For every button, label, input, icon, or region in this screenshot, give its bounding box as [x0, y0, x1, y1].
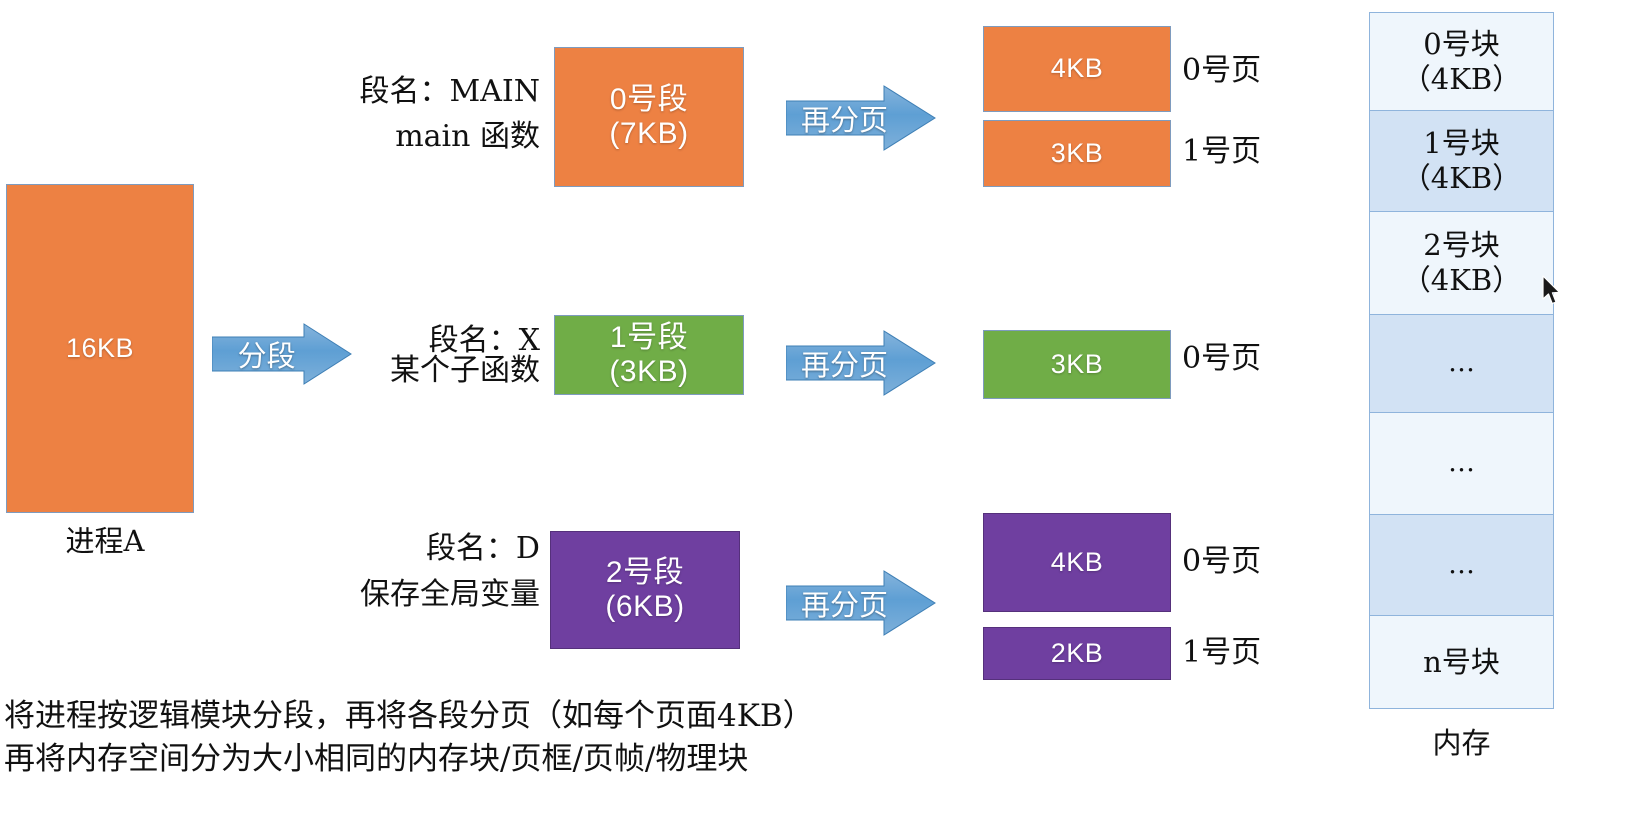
memory-block-label: … — [1448, 548, 1475, 580]
arrow-right-icon — [786, 85, 936, 151]
row-0-segment-name-line2: main 函数 — [395, 119, 540, 154]
memory-block-label: 1号块 — [1423, 126, 1500, 161]
row-1-segment-name-line2: 某个子函数 — [390, 353, 540, 388]
footnote-line-1: 将进程按逻辑模块分段，再将各段分页（如每个页面4KB） — [4, 698, 814, 734]
memory-block-label: … — [1448, 347, 1475, 379]
arrow-right-icon — [212, 323, 352, 385]
row-2-paging-arrow: 再分页 — [786, 570, 936, 636]
memory-block: 0号块 （4KB） — [1370, 13, 1553, 111]
row-0-segment-block: 0号段 (7KB) — [554, 47, 744, 187]
row-0-paging-arrow-label: 再分页 — [800, 103, 888, 137]
process-a-block: 16KB — [6, 184, 194, 513]
row-2-page-1-label: 1号页 — [1182, 635, 1262, 670]
row-0-segment-size: (7KB) — [609, 117, 689, 150]
memory-block-label: … — [1448, 447, 1475, 479]
row-0-page-1-block: 3KB — [983, 120, 1171, 187]
row-1-paging-arrow: 再分页 — [786, 330, 936, 396]
memory-column: 0号块 （4KB） 1号块 （4KB） 2号块 （4KB） … … … n号块 — [1369, 12, 1554, 709]
memory-block: n号块 — [1370, 616, 1553, 708]
row-0-segment-name-line1: 段名：MAIN — [359, 74, 540, 109]
row-2-page-0-label: 0号页 — [1182, 544, 1262, 579]
memory-block-size: （4KB） — [1401, 263, 1522, 297]
memory-block-size: （4KB） — [1401, 161, 1522, 195]
row-1-segment-title: 1号段 — [609, 320, 689, 354]
row-2-segment-name-line1: 段名：D — [425, 531, 540, 566]
row-1-page-0-size: 3KB — [1050, 348, 1104, 379]
row-2-segment-size: (6KB) — [605, 590, 685, 623]
segmentation-arrow: 分段 — [212, 323, 352, 385]
row-2-segment-block: 2号段 (6KB) — [550, 531, 740, 649]
process-a-caption: 进程A — [65, 524, 145, 558]
row-2-paging-arrow-label: 再分页 — [800, 588, 888, 622]
row-0-page-1-size: 3KB — [1050, 137, 1104, 168]
row-0-segment-title: 0号段 — [609, 82, 689, 116]
row-1-paging-arrow-label: 再分页 — [800, 348, 888, 382]
row-1-segment-name-line1: 段名：X — [428, 323, 540, 358]
row-2-page-1-size: 2KB — [1050, 637, 1104, 668]
row-1-segment-size: (3KB) — [609, 355, 689, 388]
row-0-page-1-label: 1号页 — [1182, 134, 1262, 169]
memory-block: … — [1370, 413, 1553, 515]
memory-block-label: n号块 — [1423, 644, 1500, 679]
row-1-page-0-block: 3KB — [983, 330, 1171, 399]
arrow-right-icon — [786, 570, 936, 636]
memory-block: 1号块 （4KB） — [1370, 111, 1553, 212]
row-0-page-0-label: 0号页 — [1182, 53, 1262, 88]
mouse-cursor-icon — [1542, 275, 1561, 305]
row-2-page-0-size: 4KB — [1050, 546, 1104, 577]
row-2-segment-title: 2号段 — [605, 555, 685, 589]
memory-block-size: （4KB） — [1401, 61, 1522, 96]
arrow-right-icon — [786, 330, 936, 396]
segmentation-arrow-label: 分段 — [237, 339, 296, 373]
memory-block-label: 0号块 — [1423, 26, 1500, 61]
row-2-page-1-block: 2KB — [983, 627, 1171, 680]
row-1-segment-block: 1号段 (3KB) — [554, 315, 744, 395]
row-0-page-0-size: 4KB — [1050, 53, 1104, 84]
row-2-segment-name-line2: 保存全局变量 — [360, 577, 540, 612]
row-1-page-0-label: 0号页 — [1182, 341, 1262, 376]
row-0-page-0-block: 4KB — [983, 26, 1171, 112]
memory-block: … — [1370, 315, 1553, 413]
row-2-page-0-block: 4KB — [983, 513, 1171, 612]
memory-caption: 内存 — [1432, 726, 1491, 760]
row-0-paging-arrow: 再分页 — [786, 85, 936, 151]
process-a-size: 16KB — [65, 332, 135, 363]
footnote-line-2: 再将内存空间分为大小相同的内存块/页框/页帧/物理块 — [4, 741, 749, 777]
memory-block-label: 2号块 — [1423, 228, 1500, 263]
memory-block: … — [1370, 515, 1553, 616]
memory-block: 2号块 （4KB） — [1370, 212, 1553, 315]
